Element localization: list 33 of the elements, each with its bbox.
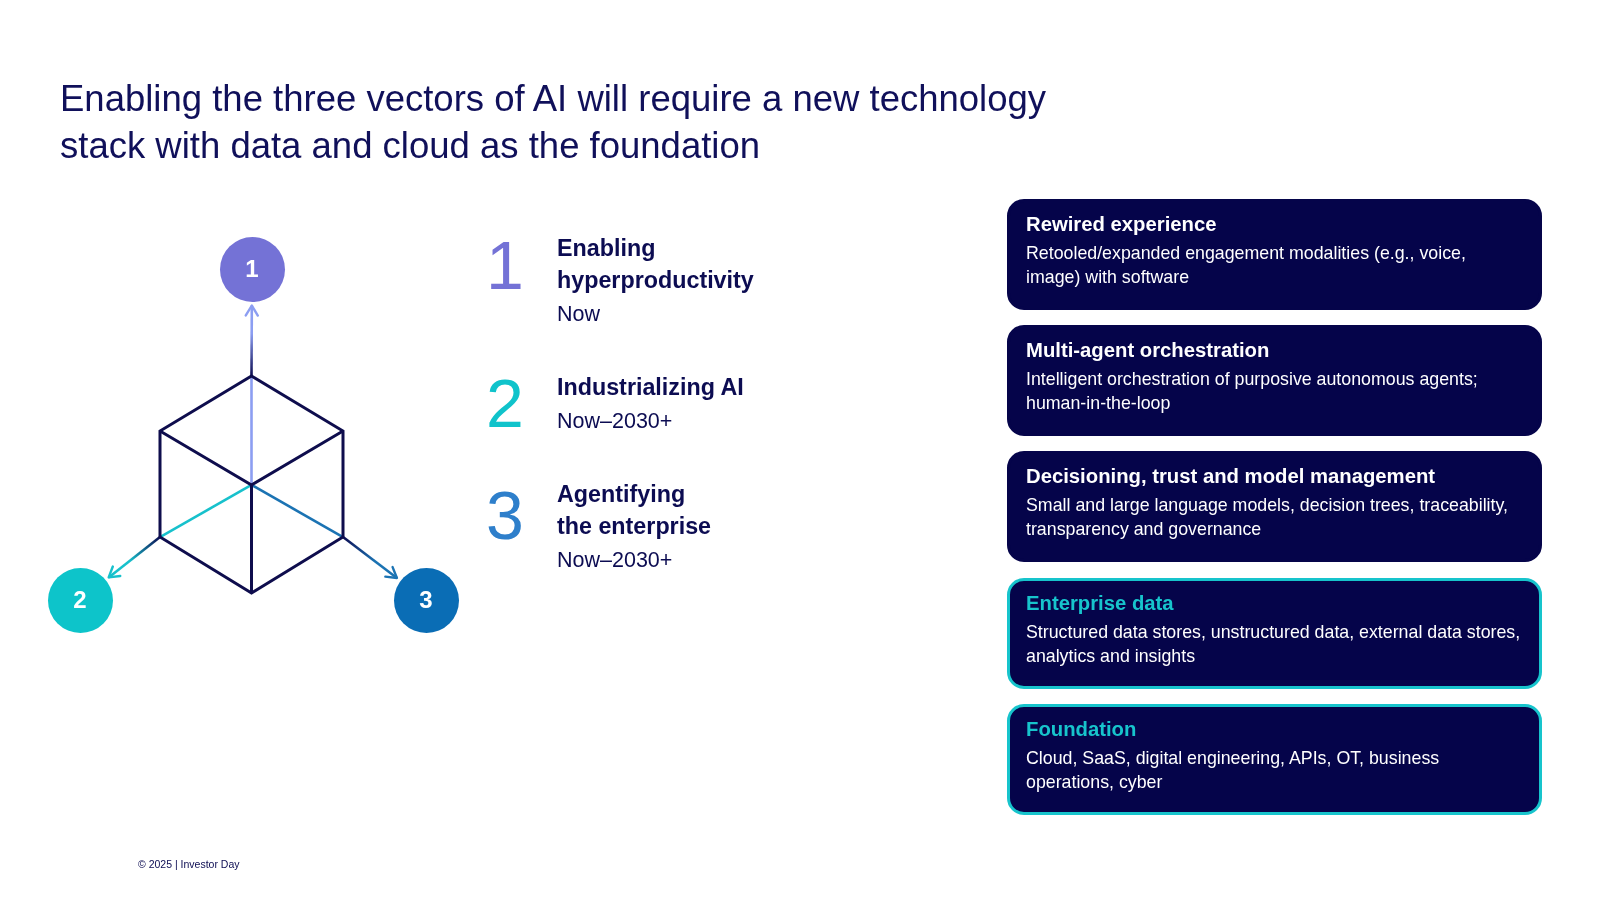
- arrow: [107, 536, 161, 579]
- numbered-circle: 2: [47, 567, 113, 633]
- layer-title: Enterprise data: [1026, 591, 1175, 616]
- step-title: Industrializing AI: [557, 373, 745, 402]
- layer-card: [1007, 199, 1542, 310]
- layer-title: Rewired experience: [1026, 212, 1218, 237]
- layer-description: Structured data stores, unstructured data, external data stores, analytics and insights: [1026, 621, 1522, 668]
- footer-text: © 2025 | Investor Day: [138, 857, 241, 871]
- arrow: [342, 535, 399, 580]
- step-timeframe: Now: [557, 301, 601, 327]
- step-title: Enabling hyperproductivity: [557, 234, 755, 295]
- arrow: [244, 304, 259, 376]
- layer-title: Multi-agent orchestration: [1026, 338, 1271, 363]
- step-title: Agentifying the enterprise: [557, 480, 713, 541]
- layer-title: Decisioning, trust and model management: [1026, 464, 1437, 489]
- layer-description: Small and large language models, decision trees, traceability, transparency and governance: [1026, 494, 1509, 541]
- layer-description: Intelligent orchestration of purposive autonomous agents; human-in-the-loop: [1026, 368, 1479, 415]
- layer-card: [1007, 578, 1542, 689]
- numbered-circle: 3: [393, 567, 459, 633]
- layer-description: Cloud, SaaS, digital engineering, APIs, OT, business operations, cyber: [1026, 747, 1441, 794]
- numbered-circle: 1: [219, 236, 285, 302]
- cube-illustration: [158, 374, 345, 595]
- slide-title: Enabling the three vectors of AI will require a new technology stack with data and cloud as the foundation: [60, 77, 1048, 168]
- step-timeframe: Now–2030+: [557, 408, 674, 434]
- layer-title: Foundation: [1026, 717, 1138, 742]
- step-number: 3: [486, 481, 525, 549]
- layer-description: Retooled/expanded engagement modalities (e.g., voice, image) with software: [1026, 242, 1467, 289]
- layer-card: [1007, 451, 1542, 562]
- layer-card: [1007, 704, 1542, 815]
- step-number: 1: [486, 231, 525, 299]
- step-timeframe: Now–2030+: [557, 547, 674, 573]
- step-number: 2: [486, 369, 525, 437]
- layer-card: [1007, 325, 1542, 436]
